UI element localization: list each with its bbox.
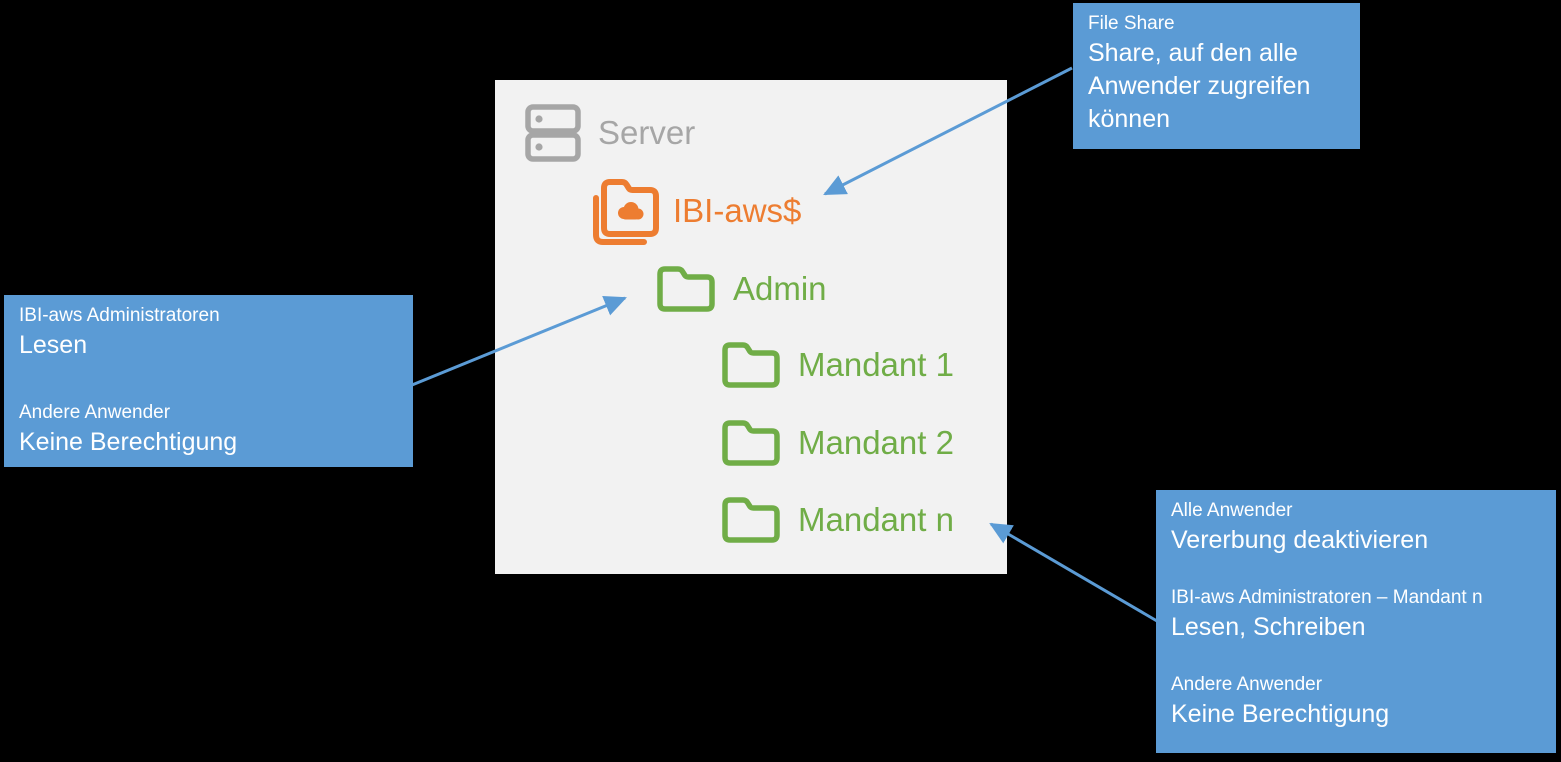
- permission-entry: Andere Anwender Keine Berechtigung: [1171, 672, 1546, 731]
- cloud-glyph: [618, 202, 644, 220]
- tree-item-label-mandant-1: Mandant 1: [798, 346, 954, 383]
- tree-item-mandant-2: Mandant 2: [721, 419, 954, 467]
- folder-icon: [722, 497, 780, 543]
- callout-heading: File Share: [1088, 13, 1175, 34]
- folder-icon: [722, 420, 780, 466]
- server-panel: Server IBI-aws$ Admin: [495, 80, 1007, 574]
- tree-item-server: Server: [525, 104, 695, 162]
- permission-entry: Alle Anwender Vererbung deaktivieren: [1171, 498, 1546, 557]
- callout-mandant-permissions: Alle Anwender Vererbung deaktivieren IBI…: [1156, 490, 1556, 753]
- permission-value: Lesen, Schreiben: [1171, 613, 1366, 641]
- callout-admin-permissions: IBI-aws Administratoren Lesen Andere Anw…: [4, 295, 413, 467]
- tree-item-label-mandant-2: Mandant 2: [798, 424, 954, 461]
- permission-value: Keine Berechtigung: [1171, 700, 1390, 728]
- folder-icon: [657, 266, 715, 312]
- tree-item-share: IBI-aws$: [588, 176, 801, 246]
- arrow-mandantnote-to-mandantn: [989, 522, 1158, 623]
- permission-value: Lesen: [19, 331, 88, 359]
- tree-item-label-admin: Admin: [733, 270, 827, 307]
- permission-group: IBI-aws Administratoren – Mandant n: [1171, 587, 1483, 608]
- permission-entry: IBI-aws Administratoren Lesen: [19, 303, 403, 362]
- server-icon: [525, 104, 581, 162]
- permission-group: Alle Anwender: [1171, 500, 1293, 521]
- permission-group: IBI-aws Administratoren: [19, 305, 220, 326]
- tree-item-mandant-1: Mandant 1: [721, 341, 954, 389]
- tree-item-label-server: Server: [598, 114, 696, 151]
- folder-icon: [722, 342, 780, 388]
- permission-entry: IBI-aws Administratoren – Mandant n Lese…: [1171, 585, 1546, 644]
- permission-group: Andere Anwender: [1171, 674, 1323, 695]
- shared-folder-cloud-icon: [593, 179, 659, 245]
- tree-item-mandant-n: Mandant n: [721, 496, 954, 544]
- permission-entry: Andere Anwender Keine Berechtigung: [19, 400, 403, 459]
- callout-body: Share, auf den alle Anwender zugreifen k…: [1088, 39, 1311, 133]
- permission-group: Andere Anwender: [19, 402, 171, 423]
- tree-item-label-mandant-n: Mandant n: [798, 501, 954, 538]
- tree-item-admin: Admin: [656, 265, 827, 313]
- permission-value: Keine Berechtigung: [19, 428, 238, 456]
- permission-value: Vererbung deaktivieren: [1171, 526, 1429, 554]
- tree-item-label-share: IBI-aws$: [673, 192, 802, 229]
- callout-file-share: File Share Share, auf den alle Anwender …: [1073, 3, 1360, 149]
